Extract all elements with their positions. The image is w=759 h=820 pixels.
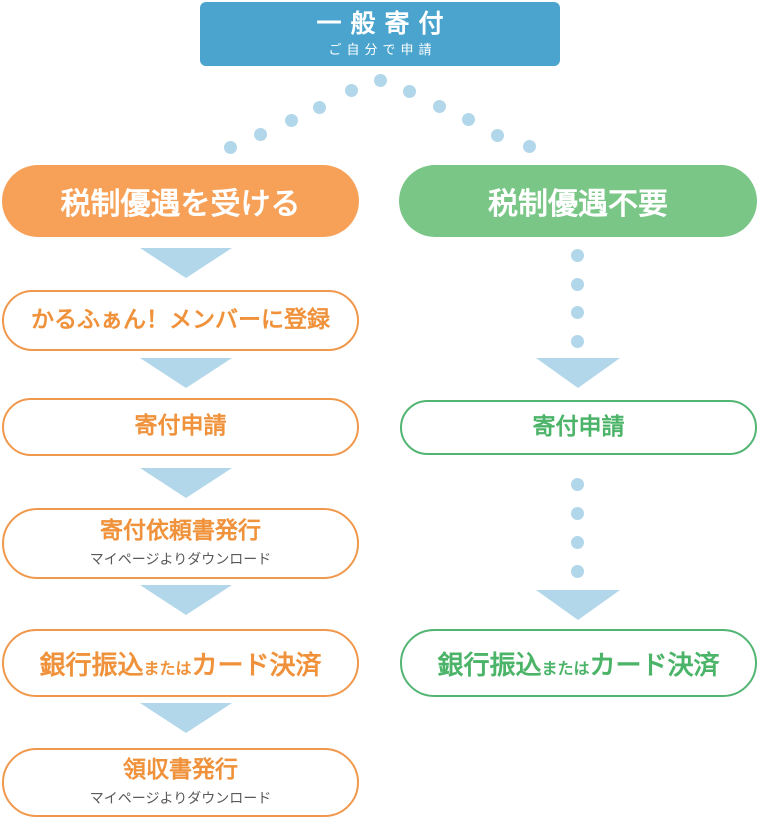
donation-request-issue-label: 寄付依頼書発行 (100, 518, 261, 545)
down-arrow (140, 358, 232, 388)
payment-right-part-bank: 銀行振込 (437, 650, 542, 681)
payment-right-label: 銀行振込 または カード決済 (437, 645, 719, 682)
node-receipt-issue: 領収書発行 マイページよりダウンロード (2, 748, 359, 817)
flow-dot (570, 506, 584, 520)
node-donation-application-left: 寄付申請 (2, 398, 359, 456)
flow-dot (402, 84, 416, 98)
donation-application-left-label: 寄付申請 (134, 413, 227, 440)
payment-left-part-bank: 銀行振込 (39, 650, 144, 681)
down-arrow (536, 590, 620, 620)
flow-dot (284, 113, 298, 127)
no-tax-benefit-header-label: 税制優遇不要 (488, 187, 668, 222)
payment-left-part-card: カード決済 (191, 650, 322, 681)
payment-right-part-card: カード決済 (589, 650, 720, 681)
node-tax-benefit-header: 税制優遇を受ける (2, 165, 359, 237)
payment-left-label: 銀行振込 または カード決済 (39, 645, 321, 682)
donation-application-right-label: 寄付申請 (532, 413, 625, 440)
down-arrow (140, 468, 232, 498)
node-member-registration: かるふぁん！メンバーに登録 (2, 290, 359, 351)
flow-dot (344, 83, 358, 97)
flow-dot (570, 334, 584, 348)
flow-dot (253, 127, 267, 141)
flow-dot (570, 564, 584, 578)
flow-dot (373, 73, 387, 87)
flow-dot (522, 139, 536, 153)
node-donation-request-issue: 寄付依頼書発行 マイページよりダウンロード (2, 508, 359, 579)
payment-right-part-or: または (541, 658, 590, 678)
down-arrow (140, 703, 232, 733)
flow-dot (570, 305, 584, 319)
receipt-issue-label: 領収書発行 (123, 757, 238, 784)
donation-request-issue-note: マイページよりダウンロード (89, 551, 272, 568)
down-arrow (140, 585, 232, 615)
tax-benefit-header-label: 税制優遇を受ける (60, 187, 301, 222)
general-donation-title: 一般寄付 (316, 8, 453, 38)
node-no-tax-benefit-header: 税制優遇不要 (399, 165, 757, 237)
flow-dot (570, 535, 584, 549)
flow-dot (312, 100, 326, 114)
general-donation-subtitle: ご自分で申請 (328, 43, 437, 59)
flow-dot (570, 248, 584, 262)
receipt-issue-note: マイページよりダウンロード (89, 790, 272, 807)
down-arrow (140, 248, 232, 278)
node-general-donation: 一般寄付 ご自分で申請 (200, 2, 560, 66)
flow-dot (223, 140, 237, 154)
flow-dot (432, 99, 446, 113)
flow-dot (461, 112, 475, 126)
flow-dot (570, 477, 584, 491)
down-arrow (536, 358, 620, 388)
node-donation-application-right: 寄付申請 (400, 400, 757, 455)
flow-dot (570, 277, 584, 291)
member-registration-label: かるふぁん！メンバーに登録 (31, 306, 330, 333)
payment-left-part-or: または (143, 658, 192, 678)
flow-dot (490, 128, 504, 142)
node-payment-left: 銀行振込 または カード決済 (2, 629, 359, 697)
node-payment-right: 銀行振込 または カード決済 (400, 629, 757, 697)
